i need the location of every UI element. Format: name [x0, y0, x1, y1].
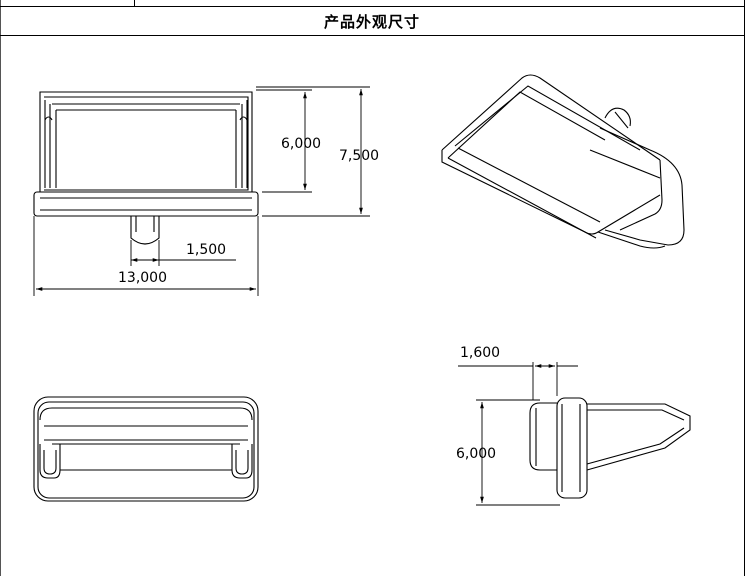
- sheet-right-border: [744, 0, 745, 576]
- side-view: [529, 397, 691, 499]
- dim-front-total-height: 7,500: [339, 148, 379, 164]
- side-view-dimensions: [458, 362, 578, 506]
- front-view-dimensions: [33, 86, 370, 296]
- dim-front-stub-width: 1,500: [186, 242, 226, 258]
- dim-side-height: 6,000: [456, 446, 496, 462]
- dim-front-total-width: 13,000: [118, 270, 167, 286]
- title-row: 产品外观尺寸: [0, 7, 744, 36]
- top-view: [33, 396, 259, 502]
- isometric-view: [441, 74, 685, 249]
- dim-side-thickness: 1,600: [460, 345, 500, 361]
- sheet-title: 产品外观尺寸: [323, 12, 420, 31]
- header-cell-divider: [134, 0, 135, 6]
- header-strip: [0, 0, 744, 7]
- dim-front-inner-height: 6,000: [281, 136, 321, 152]
- front-view: [33, 91, 259, 245]
- sheet-left-border: [0, 0, 1, 576]
